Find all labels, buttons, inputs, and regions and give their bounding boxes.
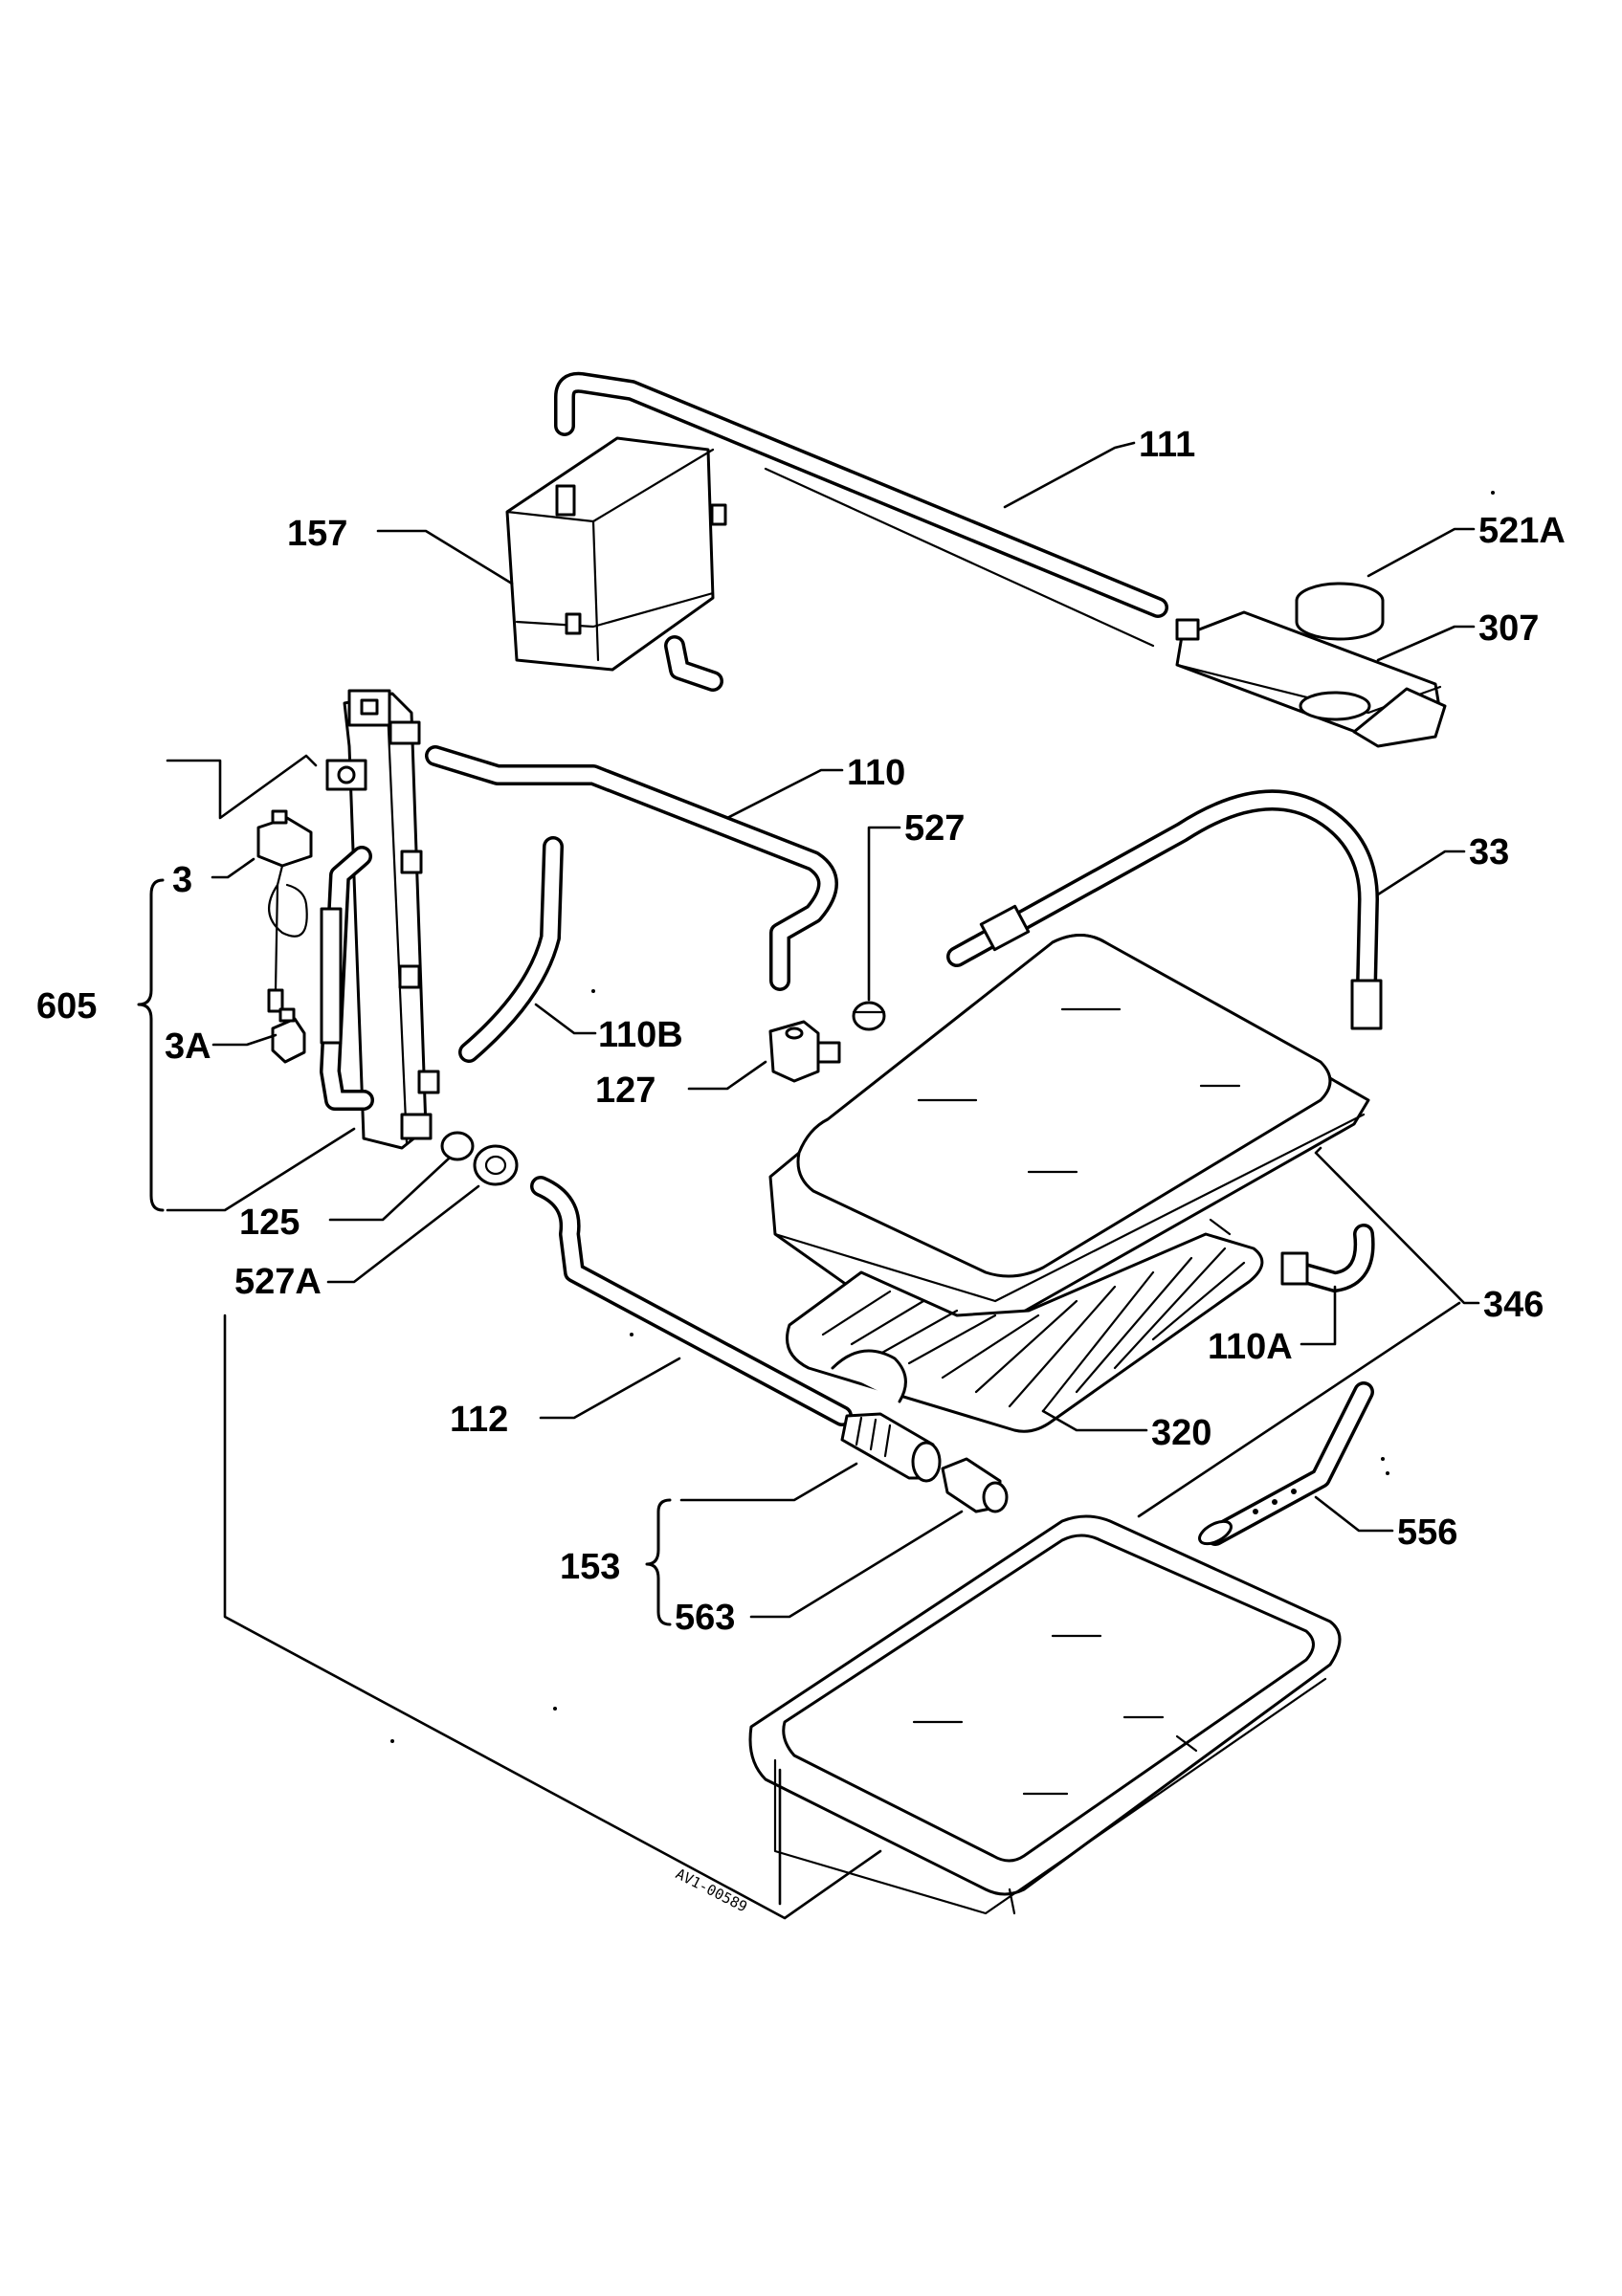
part-112-hose xyxy=(530,1176,853,1426)
label-527: 527 xyxy=(904,808,965,849)
label-110: 110 xyxy=(847,753,905,793)
brace-153 xyxy=(645,1498,672,1626)
part-3-switch xyxy=(256,809,313,1013)
callout-labels: 111 157 521A 307 110 527 3 33 605 110B 3… xyxy=(36,425,1566,1638)
bottom-drip-tray xyxy=(748,1514,1342,1915)
label-157: 157 xyxy=(287,514,347,554)
part-110b-hose xyxy=(458,836,564,1063)
part-320-grid xyxy=(786,1232,1264,1433)
part-111-tube xyxy=(554,371,1168,648)
label-110b: 110B xyxy=(598,1015,683,1055)
label-127: 127 xyxy=(595,1071,655,1111)
label-153: 153 xyxy=(560,1547,620,1587)
part-307-tray xyxy=(1175,610,1447,748)
part-125-washer xyxy=(440,1131,475,1161)
part-110a-hose xyxy=(1280,1224,1375,1292)
part-127-elbow xyxy=(768,1020,841,1083)
label-527a: 527A xyxy=(234,1262,322,1302)
label-33: 33 xyxy=(1469,832,1509,872)
part-346-cover xyxy=(768,934,1370,1327)
part-605-bracket xyxy=(320,689,440,1150)
leader-lines xyxy=(166,441,1480,1920)
label-521a: 521A xyxy=(1478,511,1566,551)
part-157-box xyxy=(505,436,727,692)
part-556-pipe xyxy=(1198,1381,1374,1546)
part-3a-connector xyxy=(271,1007,306,1064)
part-153-fitting xyxy=(840,1412,942,1483)
label-563: 563 xyxy=(675,1598,735,1638)
part-527a-nut xyxy=(473,1144,519,1186)
label-307: 307 xyxy=(1478,608,1539,649)
label-111: 111 xyxy=(1139,425,1195,465)
part-320-ribs xyxy=(821,1247,1246,1413)
part-110-hose xyxy=(425,745,838,991)
label-556: 556 xyxy=(1397,1512,1457,1553)
label-125: 125 xyxy=(239,1203,300,1243)
part-563-fitting xyxy=(941,1457,1009,1513)
label-3: 3 xyxy=(172,860,192,900)
label-320: 320 xyxy=(1151,1413,1211,1453)
label-112: 112 xyxy=(450,1400,508,1440)
part-33-tube xyxy=(946,789,1383,1030)
part-521a-cap xyxy=(1295,582,1385,641)
drawing-code: AV1-00589 xyxy=(673,1866,750,1916)
scan-specks xyxy=(390,491,1495,1743)
label-605: 605 xyxy=(36,986,97,1027)
part-527-nut xyxy=(852,1001,886,1031)
label-346: 346 xyxy=(1483,1285,1544,1325)
label-110a: 110A xyxy=(1208,1327,1293,1367)
label-3a: 3A xyxy=(165,1027,211,1067)
brace-605 xyxy=(137,878,165,1212)
